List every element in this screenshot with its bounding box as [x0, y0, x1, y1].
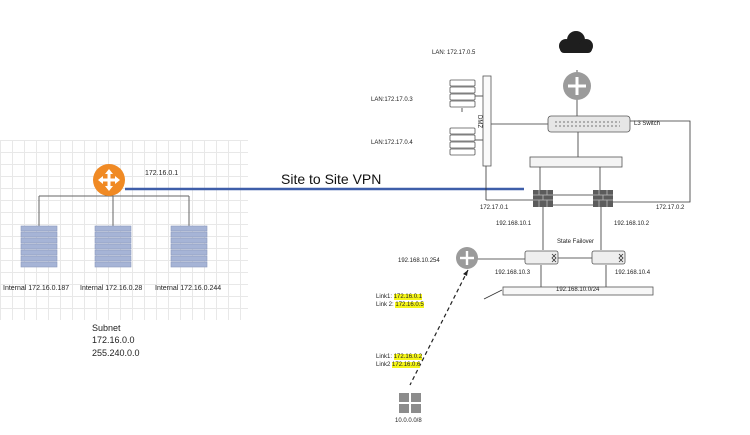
subnet-title: Subnet [92, 323, 121, 333]
subnet-address: 172.16.0.0 [92, 335, 135, 345]
server-label-2: Internal 172.16.0.28 [80, 285, 143, 292]
internal-router-ip: 192.168.10.254 [398, 258, 440, 264]
switch1-ip: 192.168.10.3 [495, 270, 531, 276]
firewall-icon-1 [533, 190, 553, 207]
access-switch-icon-2 [591, 250, 626, 265]
server-rack-icon-3 [170, 225, 208, 268]
server-label-3: Internal 172.16.0.244 [155, 285, 222, 292]
dmz-bar [482, 75, 492, 167]
left-router-icon [93, 164, 125, 196]
lan-server-icon-low [449, 127, 476, 156]
state-failover-label: State Failover [557, 239, 595, 245]
dmz-label: DMZ [476, 115, 482, 128]
firewall-icon-2 [593, 190, 613, 207]
switch2-ip: 192.168.10.4 [615, 270, 651, 276]
subnet-mask: 255.240.0.0 [92, 348, 140, 358]
fw2-inner-ip: 192.168.10.2 [614, 221, 650, 227]
lan-segment-label: 192.168.10.0/24 [556, 287, 600, 293]
access-switch-icon-1 [524, 250, 559, 265]
link-a1-label: Link1: 172.16.0.1 [376, 294, 423, 300]
link-b2-label: Link2 172.16.0.6 [376, 362, 421, 368]
lan-label-low: LAN:172.17.0.4 [371, 140, 413, 146]
l3-switch-icon [547, 115, 631, 133]
core-switch-bar [529, 156, 623, 168]
l3-switch-label: L3 Switch [634, 121, 661, 127]
server-rack-icon-1 [20, 225, 58, 268]
internal-router-icon [456, 247, 478, 269]
cloud-icon [559, 31, 593, 53]
server-label-1: Internal 172.16.0.187 [3, 285, 70, 292]
server-rack-icon-2 [94, 225, 132, 268]
client-network-label: 10.0.0.0/8 [395, 418, 422, 424]
right-connections [461, 70, 691, 300]
link-b1-label: Link1: 172.16.0.2 [376, 354, 423, 360]
left-router-ip: 172.16.0.1 [145, 170, 179, 177]
fw1-inner-ip: 192.168.10.1 [496, 221, 532, 227]
vpn-label: Site to Site VPN [281, 171, 382, 187]
lan-segment-bar [502, 286, 654, 296]
edge-router-icon [563, 72, 591, 100]
lan-label-top: LAN: 172.17.0.5 [432, 50, 476, 56]
lan-server-icon-top [449, 79, 476, 108]
lan-label-mid: LAN:172.17.0.3 [371, 97, 413, 103]
windows-client-icon [399, 393, 421, 413]
link-a2-label: Link 2: 172.16.0.5 [376, 302, 424, 308]
fw1-outer-ip: 172.17.0.1 [480, 205, 509, 211]
fw2-outer-ip: 172.17.0.2 [656, 205, 685, 211]
